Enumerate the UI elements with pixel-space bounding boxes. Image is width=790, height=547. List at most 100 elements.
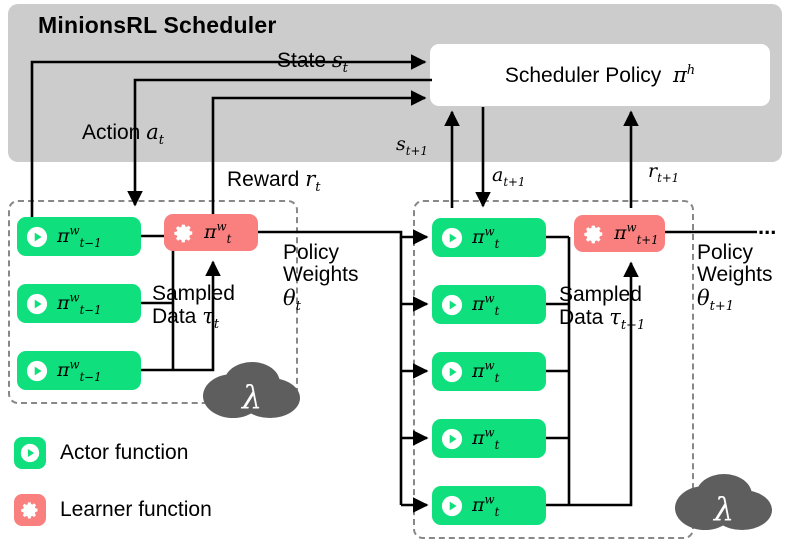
tau-subscript: t+1	[620, 318, 646, 334]
pi-symbol: π	[57, 359, 70, 381]
reward-t-subscript: t	[315, 180, 321, 196]
action-t-symbol: a	[146, 120, 159, 144]
pi-subscript: t	[494, 370, 500, 385]
actor-right-4-label: πwt	[472, 425, 499, 451]
play-icon	[441, 428, 463, 450]
policy-pi-superscript: h	[686, 62, 696, 78]
gear-icon	[583, 223, 605, 245]
policy-pi-symbol: π	[672, 62, 687, 87]
actor-box-right-4[interactable]: πwt	[432, 419, 546, 458]
play-icon	[20, 443, 40, 463]
actor-box-left-1[interactable]: πwt−1	[17, 217, 141, 256]
actor-box-right-5[interactable]: πwt	[432, 486, 546, 525]
pi-symbol: π	[614, 222, 627, 244]
pi-subscript: t	[494, 303, 500, 318]
lambda-cloud-right: λ	[672, 470, 775, 532]
play-icon	[26, 293, 48, 315]
actor-right-2-label: πwt	[472, 291, 499, 317]
policy-weights-left-label: Policy Weights θt	[283, 241, 359, 312]
pi-superscript: w	[69, 357, 80, 372]
sampled-data-left-label: Sampled Data τt	[152, 282, 235, 333]
actor-left-2-label: πwt−1	[57, 292, 102, 316]
theta-subscript: t+1	[709, 298, 735, 314]
tau-symbol: τ	[609, 305, 621, 330]
pi-subscript: t	[494, 504, 500, 519]
pi-symbol: π	[472, 293, 485, 315]
pi-subscript: t	[226, 231, 232, 246]
reward-t1-label: rt+1	[648, 160, 680, 185]
play-icon	[441, 227, 463, 249]
action-t1-label: at+1	[492, 164, 526, 189]
actor-legend-chip	[14, 437, 46, 469]
pi-symbol: π	[472, 427, 485, 449]
actor-left-3-label: πwt−1	[57, 357, 102, 383]
action-t1-symbol: a	[492, 164, 504, 186]
learner-box-left[interactable]: πwt	[164, 214, 258, 251]
theta-symbol: θ	[283, 285, 296, 310]
actor-left-1-label: πwt−1	[57, 223, 102, 249]
pi-subscript: t−1	[79, 235, 102, 250]
pi-symbol: π	[57, 225, 70, 247]
policy-weights-right-line2: Weights	[697, 263, 773, 287]
pi-symbol: π	[472, 360, 485, 382]
pi-superscript: w	[216, 219, 227, 234]
action-t-text: Action	[82, 121, 141, 144]
state-t1-subscript: t+1	[405, 143, 428, 158]
reward-t-symbol: r	[305, 167, 316, 191]
gear-icon	[173, 222, 195, 244]
play-icon	[441, 361, 463, 383]
sampled-data-right-label: Sampled Data τt+1	[559, 283, 646, 334]
actor-box-left-3[interactable]: πwt−1	[17, 351, 141, 390]
reward-t-label: Reward rt	[227, 167, 321, 196]
policy-weights-right-line1: Policy	[697, 241, 754, 264]
reward-t1-symbol: r	[648, 160, 658, 182]
state-t-label: State st	[277, 48, 348, 77]
actor-box-right-2[interactable]: πwt	[432, 285, 546, 324]
learner-legend-chip	[14, 494, 46, 526]
action-t-label: Action at	[82, 120, 164, 147]
gear-icon	[21, 502, 38, 519]
scheduler-policy-box: Scheduler Policy πh	[430, 44, 770, 106]
actor-right-5-label: πwt	[472, 492, 499, 518]
pi-superscript: w	[484, 358, 495, 373]
ellipsis-label: ...	[758, 214, 777, 239]
state-t1-label: st+1	[396, 133, 428, 158]
pi-superscript: w	[484, 425, 495, 440]
pi-superscript: w	[626, 220, 637, 235]
play-icon	[441, 495, 463, 517]
play-icon	[26, 360, 48, 382]
state-t1-symbol: s	[396, 133, 406, 155]
legend-label-learner: Learner function	[60, 498, 212, 521]
actor-box-right-3[interactable]: πwt	[432, 352, 546, 391]
actor-box-right-1[interactable]: πwt	[432, 218, 546, 257]
pi-subscript: t−1	[79, 302, 102, 317]
lambda-glyph: λ	[712, 490, 734, 528]
theta-subscript: t	[295, 298, 301, 314]
lambda-cloud-left: λ	[200, 358, 303, 420]
actor-right-3-label: πwt	[472, 358, 499, 384]
state-t-subscript: t	[342, 61, 348, 77]
pi-subscript: t	[494, 236, 500, 251]
page-title: MinionsRL Scheduler	[38, 12, 277, 38]
pi-subscript: t−1	[79, 369, 102, 384]
policy-weights-left-line2: Weights	[283, 263, 359, 287]
pi-symbol: π	[472, 226, 485, 248]
pi-superscript: w	[484, 492, 495, 507]
reward-t-text: Reward	[227, 168, 300, 191]
pi-symbol: π	[204, 221, 217, 243]
actor-box-left-2[interactable]: πwt−1	[17, 284, 141, 323]
pi-superscript: w	[69, 223, 80, 238]
play-icon	[26, 226, 48, 248]
tau-subscript: t	[213, 317, 220, 333]
sampled-data-right-line2: Data	[559, 306, 604, 330]
actor-right-1-label: πwt	[472, 224, 499, 250]
state-t-symbol: s	[331, 48, 343, 72]
tau-symbol: τ	[202, 304, 214, 329]
action-t1-subscript: t+1	[503, 174, 526, 189]
pi-superscript: w	[484, 291, 495, 306]
reward-t1-subscript: t+1	[657, 170, 680, 185]
legend-item-learner: Learner function	[14, 494, 212, 526]
learner-box-right[interactable]: πwt+1	[574, 215, 665, 252]
pi-superscript: w	[484, 224, 495, 239]
